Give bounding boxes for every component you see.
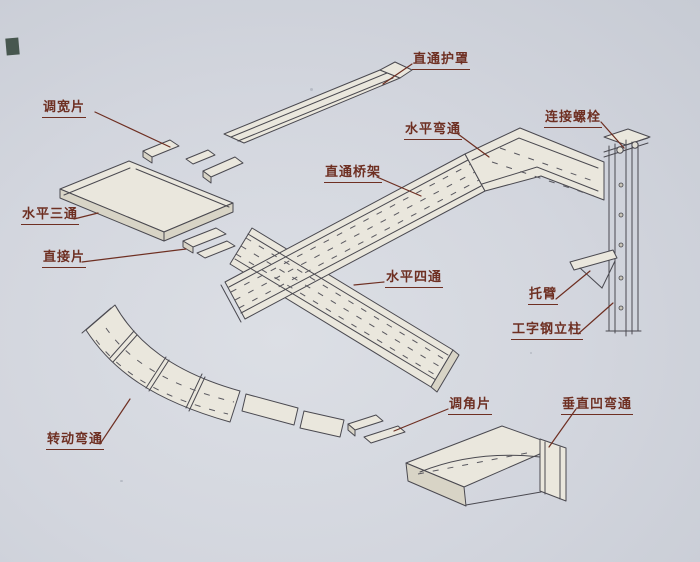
connecting-bolt bbox=[631, 141, 639, 149]
label-width-adjust-piece: 调宽片 bbox=[42, 96, 87, 118]
i-beam-column-part bbox=[603, 128, 651, 337]
rotating-bend-part bbox=[81, 304, 345, 438]
label-horizontal-bend: 水平弯通 bbox=[404, 118, 463, 140]
paper-speck bbox=[310, 88, 313, 91]
label-direct-piece: 直接片 bbox=[42, 246, 87, 268]
vertical-concave-bend-part bbox=[405, 425, 567, 507]
label-connecting-bolt: 连接螺栓 bbox=[544, 106, 603, 128]
paper-speck bbox=[120, 480, 123, 482]
label-angle-adjust-piece: 调角片 bbox=[448, 393, 493, 415]
horizontal-cross-part bbox=[220, 127, 605, 393]
bracket-arm-part bbox=[569, 249, 618, 289]
label-rotating-bend: 转动弯通 bbox=[46, 428, 105, 450]
horizontal-tee-part bbox=[59, 160, 234, 242]
label-bracket-arm: 托臂 bbox=[528, 283, 559, 305]
direct-piece-part bbox=[182, 227, 236, 259]
width-adjust-part bbox=[142, 139, 244, 184]
label-straight-cover: 直通护罩 bbox=[412, 48, 471, 70]
leader-lines bbox=[73, 63, 625, 448]
angle-adjust-part bbox=[347, 414, 406, 444]
label-horizontal-tee: 水平三通 bbox=[21, 203, 80, 225]
paper-speck bbox=[530, 352, 532, 354]
label-horizontal-cross: 水平四通 bbox=[385, 266, 444, 288]
label-straight-tray: 直通桥架 bbox=[324, 161, 383, 183]
connecting-bolt bbox=[616, 146, 624, 154]
label-vertical-concave-bend: 垂直凹弯通 bbox=[561, 393, 634, 415]
label-i-beam-column: 工字钢立柱 bbox=[511, 318, 584, 340]
straight-cover-part bbox=[223, 61, 413, 144]
